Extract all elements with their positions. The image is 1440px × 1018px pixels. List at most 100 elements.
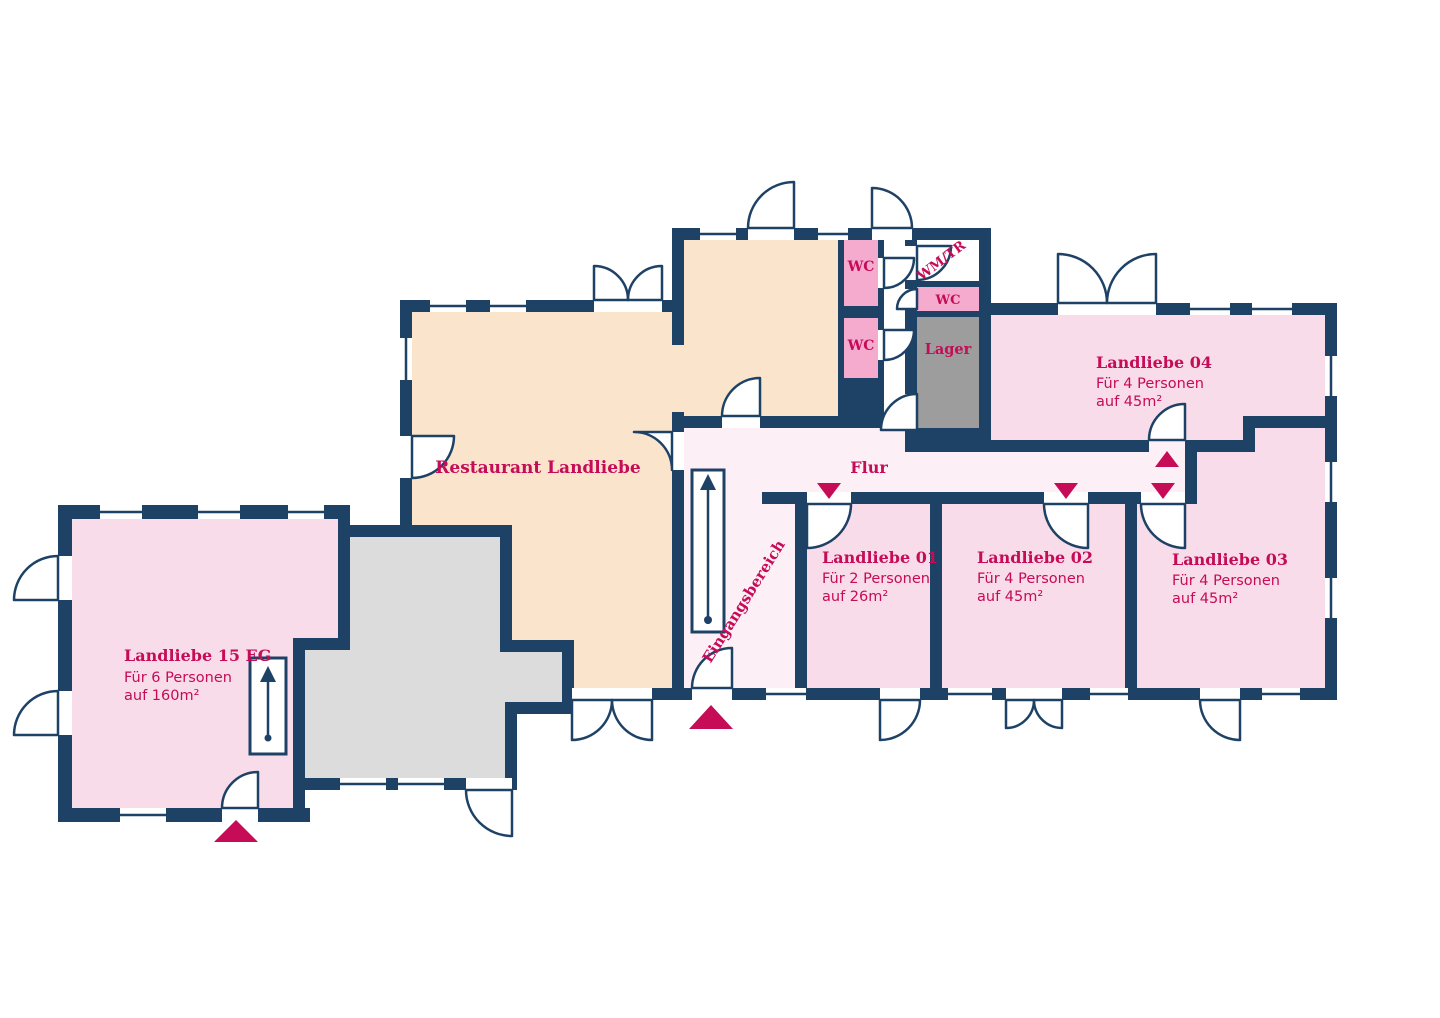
label-restaurant: Restaurant Landliebe xyxy=(435,458,641,478)
door-arc xyxy=(1147,402,1187,442)
wall-segment xyxy=(979,228,991,452)
door-arcs xyxy=(12,180,1242,838)
wall-segment xyxy=(851,492,1044,504)
window-symbol xyxy=(1325,462,1337,502)
window-symbol xyxy=(120,808,166,822)
room-wc-bottom xyxy=(844,318,878,378)
wall-segment xyxy=(338,505,350,650)
label-wc-top: WC xyxy=(847,259,875,275)
window-symbol xyxy=(198,505,240,519)
wall-segment xyxy=(905,311,991,317)
wall-segment xyxy=(500,525,512,652)
door-opening xyxy=(692,688,732,700)
door-opening xyxy=(58,556,72,600)
wall-segment xyxy=(505,702,517,790)
wall-segment xyxy=(293,638,350,650)
wall-segment xyxy=(500,640,574,652)
label-landliebe04-name: Landliebe 04 xyxy=(1096,353,1212,372)
wall-segment xyxy=(672,412,684,700)
window-symbol xyxy=(818,228,848,240)
label-landliebe04-area: auf 45m² xyxy=(1096,394,1162,410)
label-landliebe04-capacity: Für 4 Personen xyxy=(1096,376,1204,392)
door-opening xyxy=(748,228,794,240)
wall-segment xyxy=(338,525,512,537)
wall-segment xyxy=(293,638,305,822)
entrance-arrow-landliebe02 xyxy=(1054,483,1078,499)
label-flur: Flur xyxy=(850,458,888,477)
window-symbol xyxy=(1190,303,1230,315)
door-arc xyxy=(746,180,796,230)
room-wc-right xyxy=(917,287,979,311)
label-landliebe15-name: Landliebe 15 EG xyxy=(124,646,271,665)
room-landliebe02 xyxy=(942,504,1125,688)
wall-segment xyxy=(838,306,884,318)
door-opening xyxy=(572,688,652,700)
door-opening xyxy=(878,330,884,360)
door-opening xyxy=(878,258,884,288)
door-arc xyxy=(1139,502,1187,550)
entrance-arrow-landliebe04 xyxy=(1155,451,1179,467)
wall-segment xyxy=(505,702,574,714)
door-arc xyxy=(632,430,674,472)
door-opening xyxy=(400,436,412,478)
window-symbol xyxy=(766,688,806,700)
window-symbol xyxy=(400,338,412,380)
door-arc xyxy=(626,264,664,302)
door-opening xyxy=(1200,688,1240,700)
label-landliebe03-area: auf 45m² xyxy=(1172,591,1238,607)
door-arc xyxy=(882,256,916,290)
wall-segment xyxy=(905,428,991,452)
door-arc xyxy=(410,434,456,480)
room-wc-top xyxy=(844,240,878,306)
label-landliebe15-capacity: Für 6 Personen xyxy=(124,670,232,686)
window-symbol xyxy=(1325,356,1337,396)
staircase-entrance xyxy=(690,468,726,634)
door-arc xyxy=(720,376,762,418)
label-landliebe03-name: Landliebe 03 xyxy=(1172,550,1288,569)
door-arc xyxy=(879,392,919,432)
window-symbol xyxy=(100,505,142,519)
window-symbol xyxy=(700,228,736,240)
window-symbol xyxy=(340,778,386,790)
door-arc xyxy=(1032,698,1064,730)
door-arc xyxy=(570,698,614,742)
wall-segment xyxy=(58,505,72,822)
wall-segment xyxy=(58,808,310,822)
label-landliebe01-area: auf 26m² xyxy=(822,589,888,605)
door-opening xyxy=(672,432,684,470)
door-arc xyxy=(690,646,734,690)
window-symbol xyxy=(1090,688,1128,700)
label-landliebe01-name: Landliebe 01 xyxy=(822,548,938,567)
label-wc-bottom: WC xyxy=(847,338,875,354)
wall-segment xyxy=(838,378,884,428)
label-landliebe02-capacity: Für 4 Personen xyxy=(977,571,1085,587)
door-arc xyxy=(12,689,60,737)
door-opening xyxy=(722,416,760,428)
label-landliebe01-capacity: Für 2 Personen xyxy=(822,571,930,587)
entrance-markers xyxy=(214,451,1179,842)
room-gray-upper xyxy=(350,537,505,655)
wall-segment xyxy=(979,440,1149,452)
door-opening xyxy=(880,688,920,700)
label-wc-right: WC xyxy=(935,293,961,308)
door-opening xyxy=(594,300,662,312)
window-symbol xyxy=(1325,578,1337,618)
room-lager xyxy=(917,317,979,436)
staircase-landliebe15 xyxy=(248,656,288,756)
window-symbol xyxy=(288,505,324,519)
door-arc xyxy=(805,502,853,550)
door-arc xyxy=(895,287,919,311)
door-opening xyxy=(1058,303,1156,315)
label-landliebe15-area: auf 160m² xyxy=(124,688,199,704)
door-opening xyxy=(872,228,912,240)
door-arc xyxy=(1198,698,1242,742)
room-landliebe03 xyxy=(1137,428,1325,688)
window-symbol xyxy=(948,688,992,700)
door-arc xyxy=(592,264,630,302)
wall-segment xyxy=(905,281,991,287)
door-opening xyxy=(1006,688,1062,700)
door-arc xyxy=(220,770,260,810)
window-symbol xyxy=(1252,303,1292,315)
